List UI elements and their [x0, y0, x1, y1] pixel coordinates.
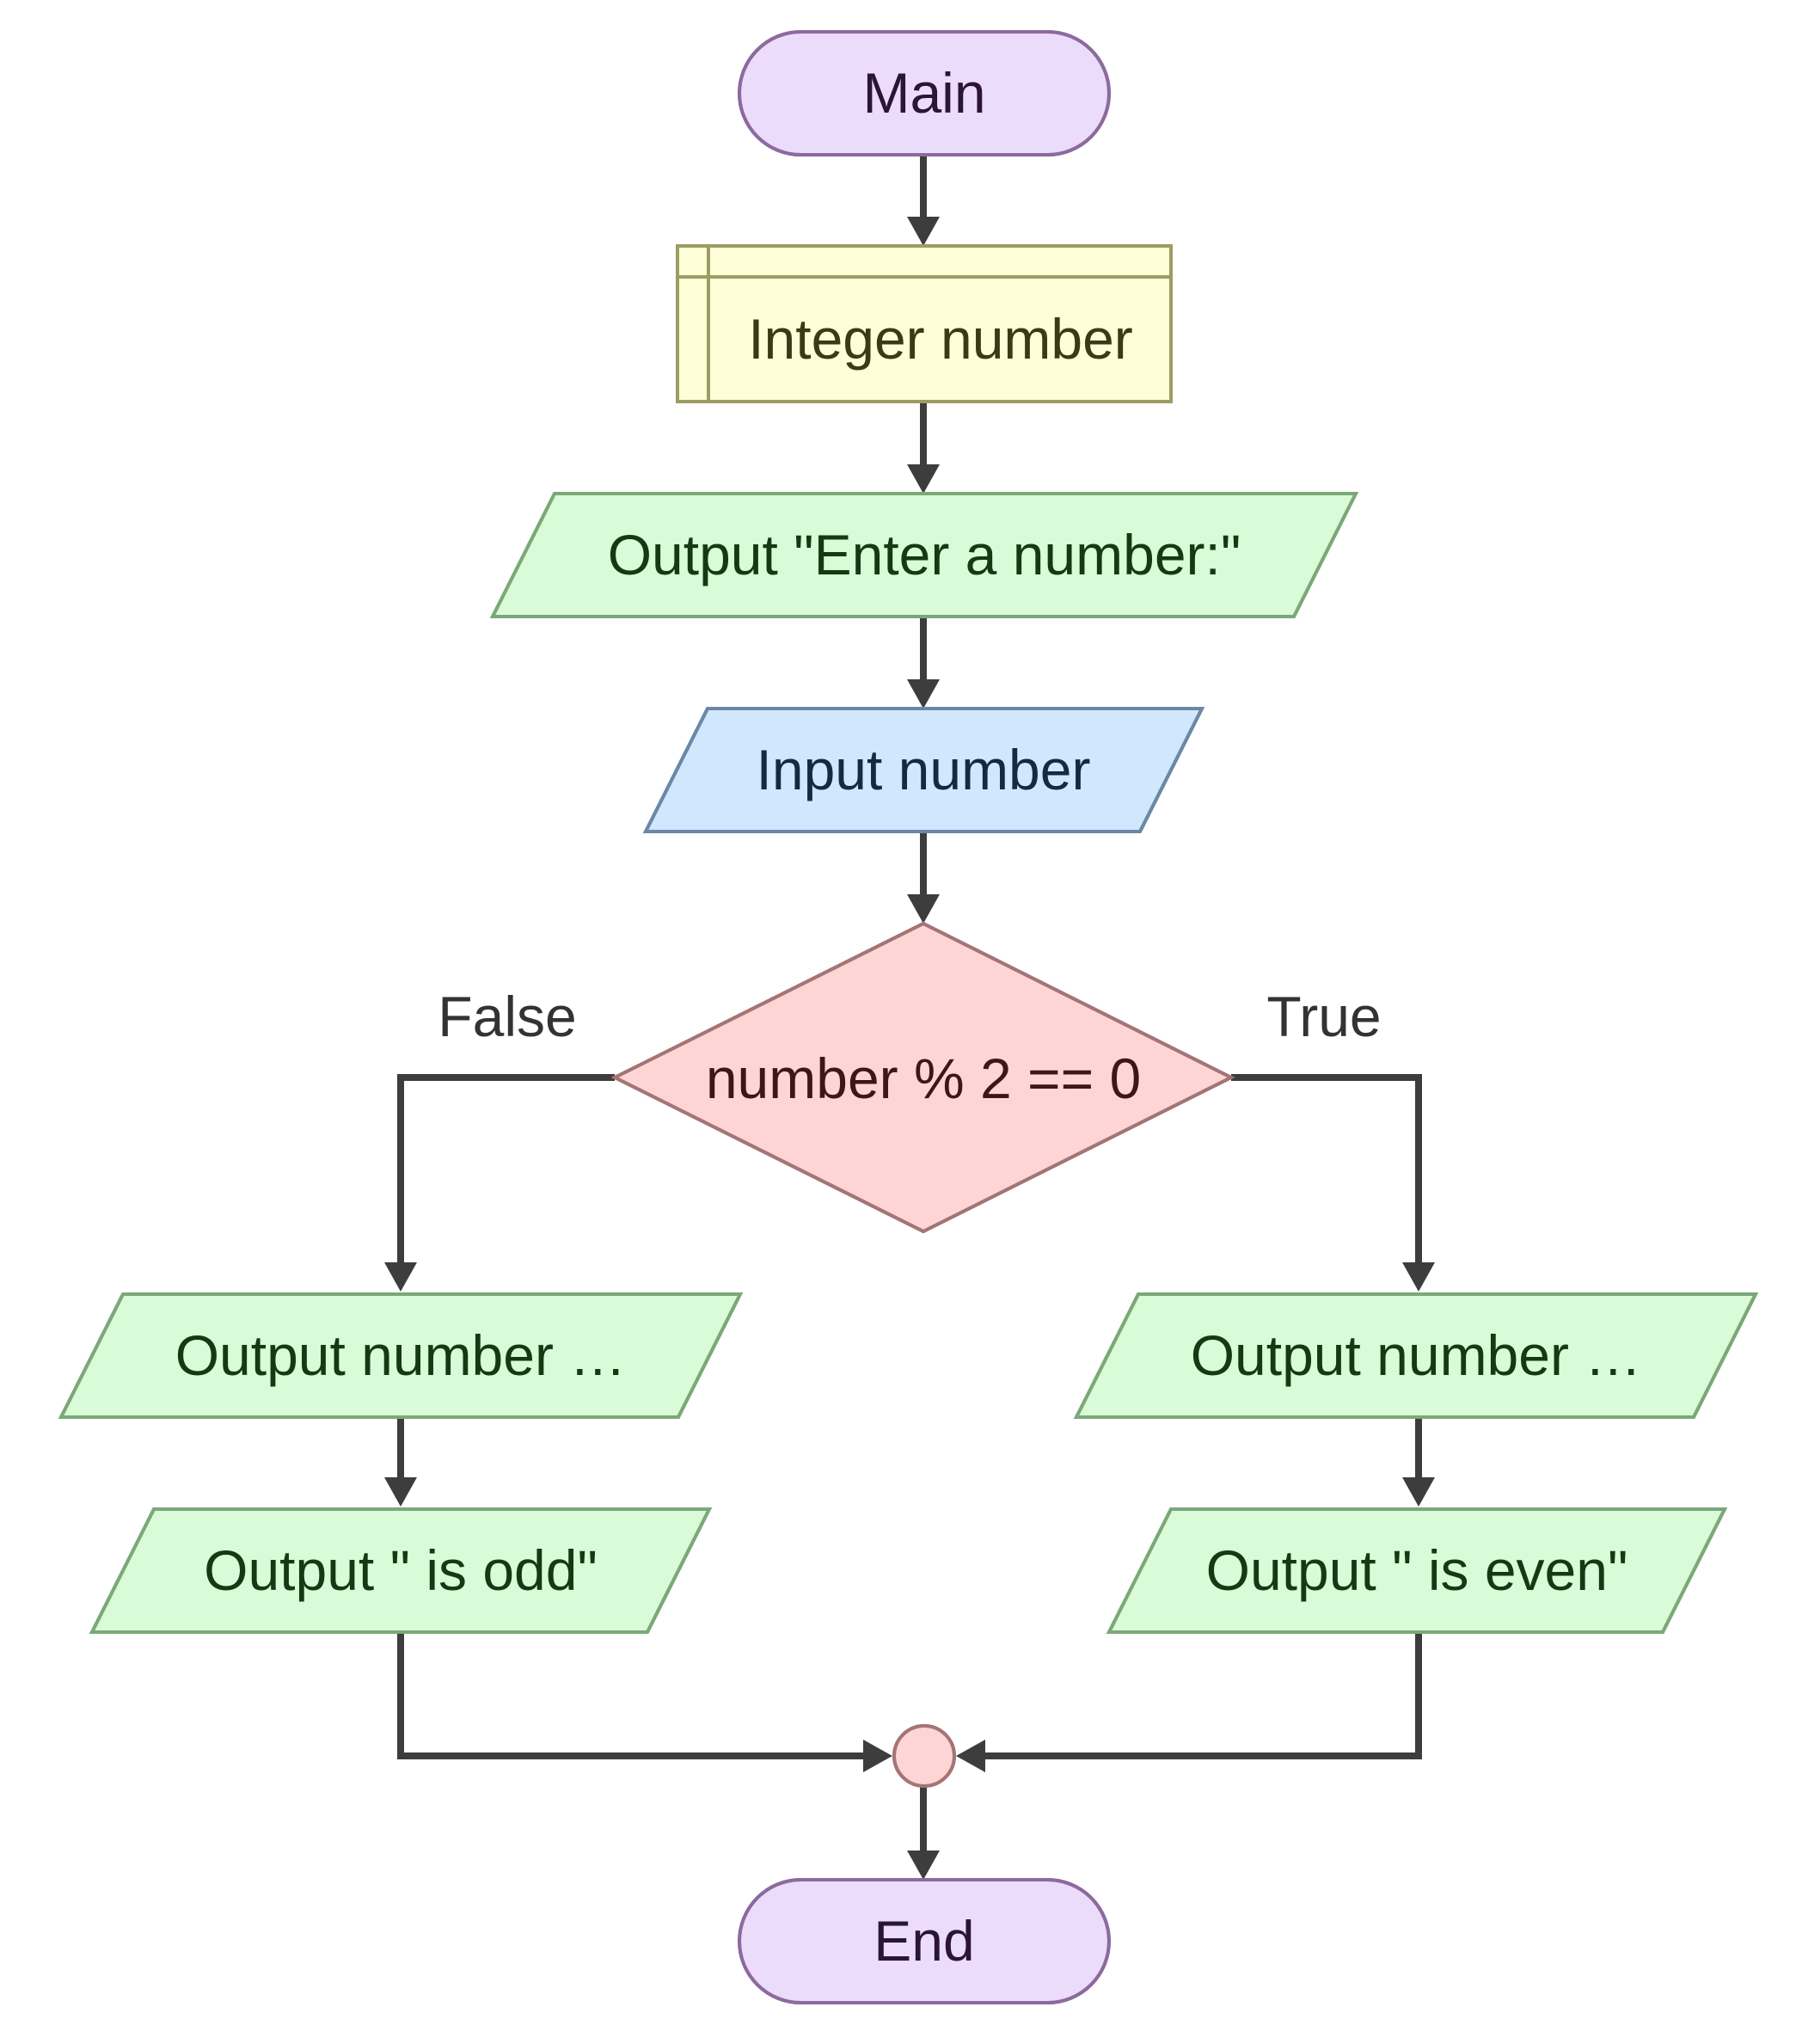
false-output-number-node-outline — [58, 1292, 744, 1419]
edges — [384, 155, 1435, 1880]
end-terminal: End — [738, 1878, 1111, 2004]
arrowhead-input-decision — [907, 894, 940, 924]
true-output-even-node: Output " is even" — [1106, 1507, 1728, 1634]
arrowhead-start-declare — [907, 217, 940, 246]
end-terminal-outline — [738, 1878, 1111, 2004]
decision-node: number % 2 == 0 — [610, 921, 1235, 1234]
prompt-output-node-label: Output "Enter a number:" — [608, 523, 1241, 586]
false-output-odd-node-outline — [89, 1507, 713, 1634]
true-output-even-node-label: Output " is even" — [1206, 1538, 1628, 1602]
end-terminal-label: End — [873, 1909, 974, 1973]
start-terminal-label: Main — [862, 61, 985, 125]
arrowhead-declare-prompt — [907, 464, 940, 494]
decision-node-outline — [610, 921, 1235, 1234]
edge-odd-merge — [397, 1632, 867, 1759]
edge-decision-false — [397, 1074, 615, 1266]
declare-node: Integer number — [676, 244, 1173, 403]
start-terminal: Main — [738, 30, 1111, 157]
input-node: Input number — [642, 707, 1205, 833]
merge-connector-outline — [892, 1724, 956, 1788]
true-output-number-node-label: Output number … — [1191, 1323, 1642, 1387]
arrowhead-even-merge — [956, 1740, 985, 1772]
decision-node-label: number % 2 == 0 — [706, 1047, 1141, 1110]
input-node-label: Input number — [757, 738, 1091, 801]
arrowhead-decision-false — [384, 1262, 417, 1292]
prompt-output-node: Output "Enter a number:" — [489, 492, 1359, 618]
prompt-output-node-outline — [489, 492, 1359, 618]
true-output-number-node: Output number … — [1073, 1292, 1759, 1419]
true-output-number-node-outline — [1073, 1292, 1759, 1419]
arrowhead-odd-merge — [863, 1740, 892, 1772]
false-output-odd-node-label: Output " is odd" — [204, 1538, 598, 1602]
start-terminal-outline — [738, 30, 1111, 157]
declare-node-label: Integer number — [748, 307, 1133, 371]
branch-label-false: False — [438, 985, 576, 1048]
declare-node-outline — [676, 244, 1173, 403]
branch-label-true: True — [1266, 985, 1381, 1048]
arrowhead-true-number-even — [1402, 1477, 1435, 1507]
arrowhead-false-number-odd — [384, 1477, 417, 1507]
false-output-odd-node: Output " is odd" — [89, 1507, 713, 1634]
edge-decision-true — [1231, 1074, 1422, 1266]
true-output-even-node-outline — [1106, 1507, 1728, 1634]
arrowhead-decision-true — [1402, 1262, 1435, 1292]
edge-even-merge — [982, 1632, 1422, 1759]
input-node-outline — [642, 707, 1205, 833]
false-output-number-node-label: Output number … — [175, 1323, 627, 1387]
arrowhead-prompt-input — [907, 679, 940, 709]
arrowhead-merge-end — [907, 1851, 940, 1880]
false-output-number-node: Output number … — [58, 1292, 744, 1419]
merge-connector — [892, 1724, 956, 1788]
